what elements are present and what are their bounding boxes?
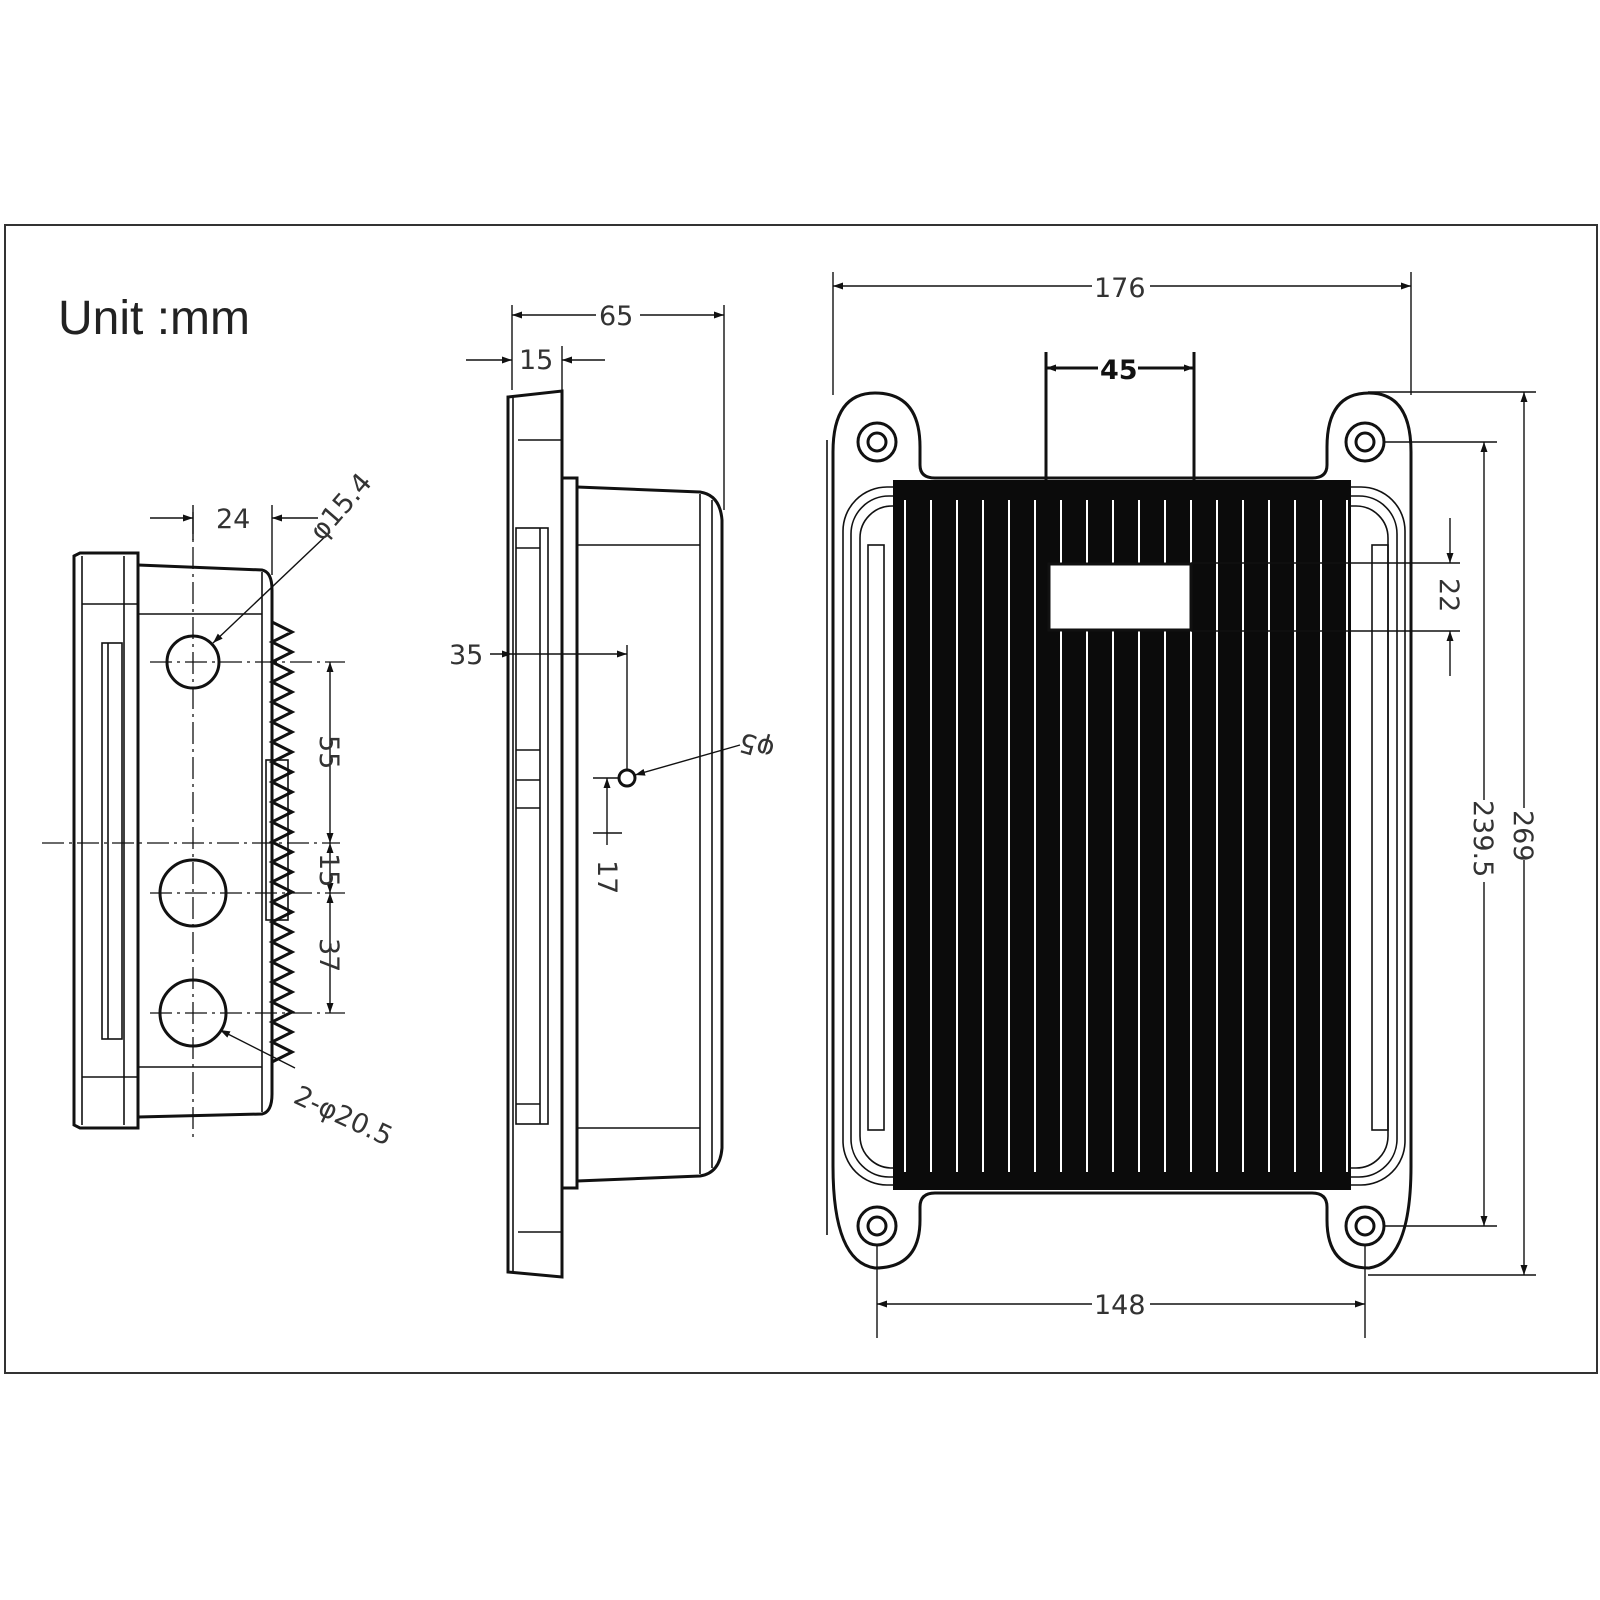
dim-15-side: 15 (313, 853, 344, 887)
dim-17: 17 (591, 860, 622, 894)
side-view-left: 24 φ15.4 55 15 37 2-φ20.5 (42, 467, 397, 1153)
front-view: 176 45 22 239.5 269 148 (826, 270, 1540, 1338)
dim-239-5: 239.5 (1467, 800, 1498, 877)
dim-24: 24 (216, 504, 250, 535)
side-view-middle: 65 15 35 φ5 17 (449, 298, 778, 1279)
dim-37: 37 (313, 938, 344, 972)
drawing-frame (4, 224, 1598, 1374)
dim-269: 269 (1507, 810, 1538, 862)
dim-176: 176 (1094, 273, 1146, 304)
dim-2-phi20-5: 2-φ20.5 (289, 1080, 397, 1152)
dim-phi15-4: φ15.4 (304, 467, 379, 546)
dim-35: 35 (449, 640, 483, 671)
dim-22: 22 (1433, 578, 1464, 612)
label-window (1047, 562, 1193, 632)
dim-55: 55 (313, 735, 344, 769)
unit-label: Unit :mm (58, 292, 250, 345)
dim-15-top: 15 (519, 345, 553, 376)
dim-phi5: φ5 (736, 726, 778, 765)
dim-65: 65 (599, 301, 633, 332)
dim-45: 45 (1100, 355, 1138, 386)
dim-148: 148 (1094, 1290, 1146, 1321)
